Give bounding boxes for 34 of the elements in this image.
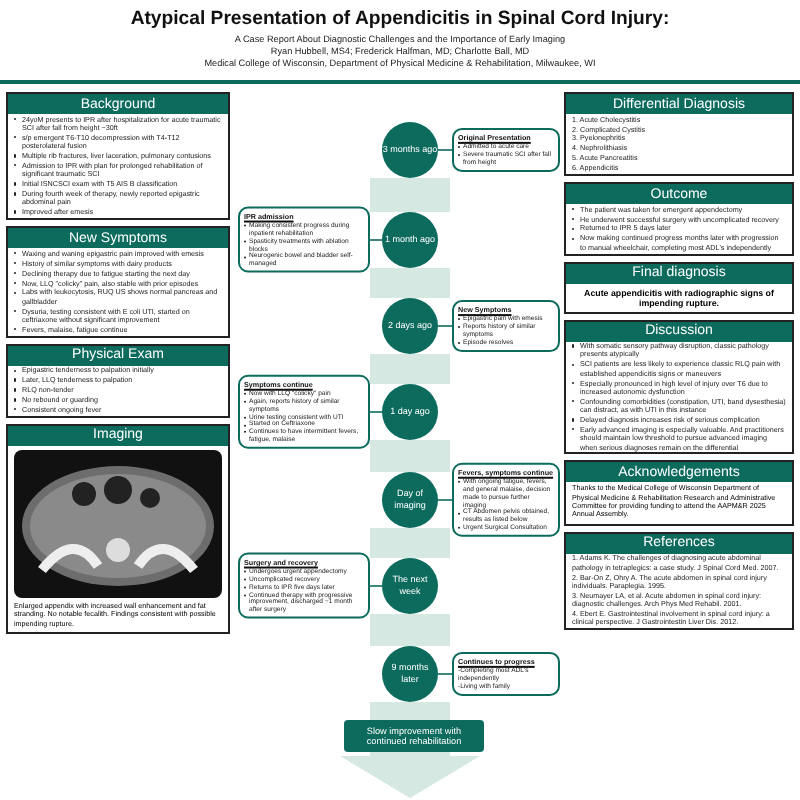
timeline-arrow [370,440,450,472]
connector-line [437,325,453,327]
timeline-arrow [370,614,450,646]
callout-box [452,462,560,538]
timeline-arrow [370,178,450,212]
section-panel [6,343,230,418]
timeline-arrow [370,528,450,558]
ct-scan-image [14,449,222,598]
timeline-arrow [370,702,450,720]
poster-title: Atypical Presentation of Appendicitis in Spinal Cord Injury: [128,8,672,30]
connector-line [437,673,453,675]
connector-line [437,149,453,151]
timeline-arrow [340,752,480,798]
timeline-arrow [370,268,450,298]
timeline-arrow [370,354,450,384]
connector-line [437,499,453,501]
section-panel [564,460,794,526]
callout-box [452,127,560,173]
section-panel [564,261,794,314]
section-panel [564,92,794,177]
section-panel [564,182,794,256]
section-panel [564,319,794,455]
connector-line [369,239,383,241]
connector-line [369,411,383,413]
callout-box [238,374,370,450]
callout-box [452,300,560,352]
section-panel [6,226,230,338]
section-panel [564,531,794,631]
section-panel [6,423,230,634]
callout-box [238,206,370,274]
section-panel [6,92,230,221]
connector-line [369,585,383,587]
callout-box [452,651,560,697]
callout-box [238,552,370,620]
